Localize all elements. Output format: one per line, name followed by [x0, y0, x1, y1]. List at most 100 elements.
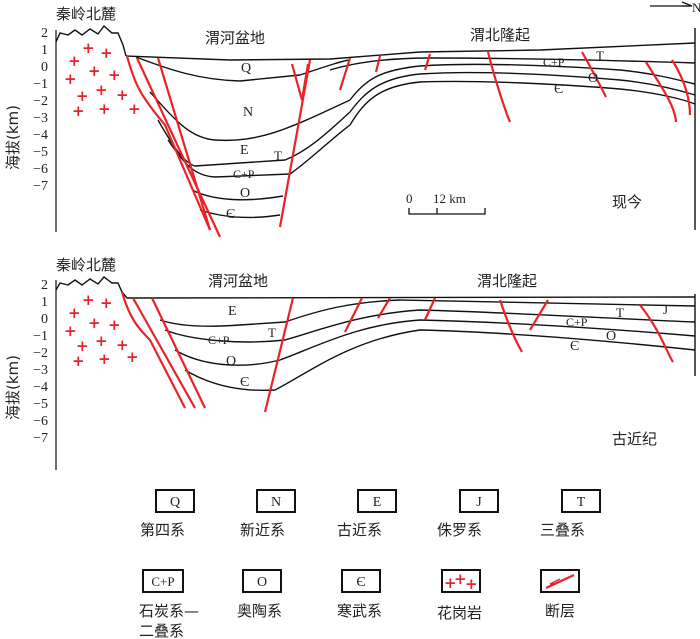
legend-item-fault: 断层 [540, 569, 580, 620]
svg-text:+: + [444, 574, 457, 592]
svg-text:−1: −1 [33, 329, 48, 344]
svg-text:N: N [271, 495, 281, 510]
svg-text:−4: −4 [33, 380, 48, 395]
svg-text:+: + [82, 39, 95, 57]
svg-text:+: + [454, 570, 467, 588]
svg-text:断层: 断层 [545, 602, 575, 620]
svg-text:+: + [98, 100, 111, 118]
svg-text:侏罗系: 侏罗系 [437, 521, 482, 539]
svg-text:−7: −7 [33, 179, 48, 194]
unit-labels-bottom: E T C+P O Є T J C+P O Є [208, 302, 668, 390]
svg-text:T: T [616, 305, 624, 320]
svg-text:古近纪: 古近纪 [612, 430, 657, 448]
y-axis-label: 海拔(km) [4, 105, 22, 170]
svg-text:E: E [228, 304, 237, 319]
legend-item-granite: + + + 花岗岩 [437, 569, 482, 622]
faults-top [125, 51, 692, 238]
svg-text:+: + [68, 52, 81, 70]
legend-item-jurassic: J 侏罗系 [437, 489, 499, 539]
svg-text:+: + [95, 332, 108, 350]
svg-text:Є: Є [570, 339, 579, 354]
svg-text:2: 2 [41, 278, 48, 293]
north-label: N [692, 0, 700, 15]
svg-text:T: T [268, 325, 276, 340]
svg-text:石炭系—: 石炭系— [139, 602, 199, 620]
svg-text:0: 0 [41, 312, 48, 327]
svg-text:E: E [240, 143, 249, 158]
svg-text:1: 1 [41, 43, 48, 58]
svg-text:Є: Є [226, 207, 235, 222]
unit-labels-top: Q N E T C+P O Є T C+P O Є [226, 48, 604, 222]
legend: Q 第四系 N 新近系 E 古近系 J 侏罗系 T 三叠系 C+P 石炭系— 二… [139, 489, 601, 639]
svg-text:+: + [72, 352, 85, 370]
svg-text:第四系: 第四系 [140, 521, 185, 539]
svg-text:+: + [76, 337, 89, 355]
panel-present: 2 1 0 −1 −2 −3 −4 −5 −6 −7 海拔(km) 秦岭北麓 渭… [4, 5, 696, 238]
svg-text:Є: Є [240, 375, 249, 390]
svg-text:−6: −6 [33, 414, 48, 429]
svg-text:+: + [100, 44, 113, 62]
svg-text:渭北隆起: 渭北隆起 [477, 272, 537, 290]
svg-text:+: + [128, 100, 141, 118]
svg-text:T: T [596, 48, 604, 63]
svg-text:C+P: C+P [233, 167, 255, 181]
svg-text:+: + [82, 291, 95, 309]
legend-item-ordovician: O 奥陶系 [237, 569, 282, 620]
y-axis-ticks-bottom: 2 1 0 −1 −2 −3 −4 −5 −6 −7 [33, 278, 48, 446]
svg-text:+: + [108, 316, 121, 334]
svg-text:−1: −1 [33, 77, 48, 92]
svg-text:Q: Q [170, 495, 180, 510]
svg-text:−5: −5 [33, 145, 48, 160]
svg-text:0: 0 [41, 60, 48, 75]
svg-text:+: + [100, 294, 113, 312]
svg-text:O: O [257, 575, 267, 590]
svg-text:C+P: C+P [543, 55, 565, 69]
legend-item-cambrian: Є 寒武系 [337, 569, 382, 620]
svg-text:O: O [606, 329, 616, 344]
panel-paleogene: 2 1 0 −1 −2 −3 −4 −5 −6 −7 海拔(km) 秦岭北麓 渭… [4, 256, 696, 470]
svg-text:−4: −4 [33, 128, 48, 143]
svg-text:寒武系: 寒武系 [337, 602, 382, 620]
granite-pattern-bottom: ++ +++ +++ ++++ [64, 291, 139, 370]
svg-text:+: + [88, 314, 101, 332]
svg-text:N: N [243, 105, 253, 120]
svg-text:奥陶系: 奥陶系 [237, 602, 282, 620]
svg-text:新近系: 新近系 [240, 521, 285, 539]
svg-text:+: + [72, 102, 85, 120]
svg-text:−6: −6 [33, 162, 48, 177]
svg-text:−2: −2 [33, 94, 48, 109]
svg-text:+: + [64, 322, 77, 340]
svg-text:Q: Q [241, 61, 251, 76]
svg-text:+: + [95, 81, 108, 99]
svg-text:−3: −3 [33, 363, 48, 378]
svg-text:花岗岩: 花岗岩 [437, 604, 482, 622]
svg-text:O: O [226, 354, 236, 369]
svg-text:+: + [116, 86, 129, 104]
y-axis-ticks-top: 2 1 0 −1 −2 −3 −4 −5 −6 −7 [33, 26, 48, 194]
svg-text:0: 0 [406, 191, 413, 206]
svg-text:1: 1 [41, 295, 48, 310]
scale-bar: 0 12 km [406, 191, 486, 215]
svg-text:+: + [465, 575, 478, 593]
svg-text:+: + [76, 87, 89, 105]
legend-item-paleogene: E 古近系 [337, 489, 397, 539]
svg-text:海拔(km): 海拔(km) [4, 355, 22, 420]
svg-text:−2: −2 [33, 346, 48, 361]
svg-text:−7: −7 [33, 431, 48, 446]
svg-text:T: T [577, 495, 586, 510]
svg-text:+: + [126, 348, 139, 366]
svg-text:12 km: 12 km [433, 191, 466, 206]
svg-text:C+P: C+P [566, 315, 588, 329]
svg-text:+: + [64, 70, 77, 88]
basin-label: 渭河盆地 [205, 29, 265, 47]
faults-bottom [120, 291, 674, 413]
svg-text:Є: Є [356, 575, 365, 590]
svg-text:O: O [588, 71, 598, 86]
svg-text:2: 2 [41, 26, 48, 41]
svg-text:渭河盆地: 渭河盆地 [208, 272, 268, 290]
svg-text:T: T [274, 148, 282, 163]
svg-text:−3: −3 [33, 111, 48, 126]
legend-item-carboniferous-permian: C+P 石炭系— 二叠系 [139, 569, 199, 639]
svg-text:秦岭北麓: 秦岭北麓 [56, 256, 116, 274]
